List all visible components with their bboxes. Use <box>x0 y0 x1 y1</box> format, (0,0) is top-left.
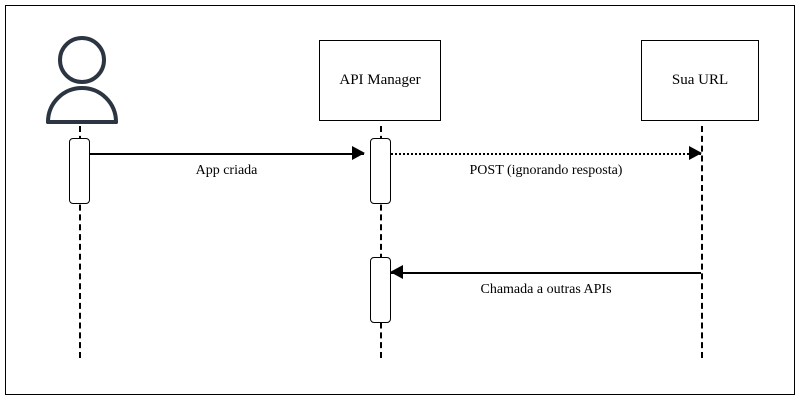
participant-box-sua-url[interactable]: Sua URL <box>641 40 759 121</box>
activation-bar-api-manager-1[interactable] <box>370 138 391 204</box>
participant-box-api-manager[interactable]: API Manager <box>319 40 441 121</box>
message-line-post <box>391 153 701 155</box>
actor-user[interactable] <box>42 32 122 124</box>
lifeline-sua-url <box>701 126 703 358</box>
message-label-chamada: Chamada a outras APIs <box>480 282 612 297</box>
participant-label-api-manager: API Manager <box>339 72 421 88</box>
arrowhead-left-icon <box>390 265 403 279</box>
participant-label-sua-url: Sua URL <box>671 72 729 88</box>
actor-icon <box>46 36 118 124</box>
arrowhead-right-icon <box>352 146 365 160</box>
lifeline-api-manager <box>380 126 382 358</box>
arrowhead-right-icon <box>689 146 702 160</box>
activation-bar-user[interactable] <box>69 138 90 204</box>
message-label-app-criada: App criada <box>195 163 258 178</box>
message-line-chamada <box>391 272 701 274</box>
message-line-app-criada <box>89 153 364 155</box>
message-label-post: POST (ignorando resposta) <box>469 163 623 178</box>
lifeline-user <box>79 126 81 358</box>
activation-bar-api-manager-2[interactable] <box>370 257 391 323</box>
